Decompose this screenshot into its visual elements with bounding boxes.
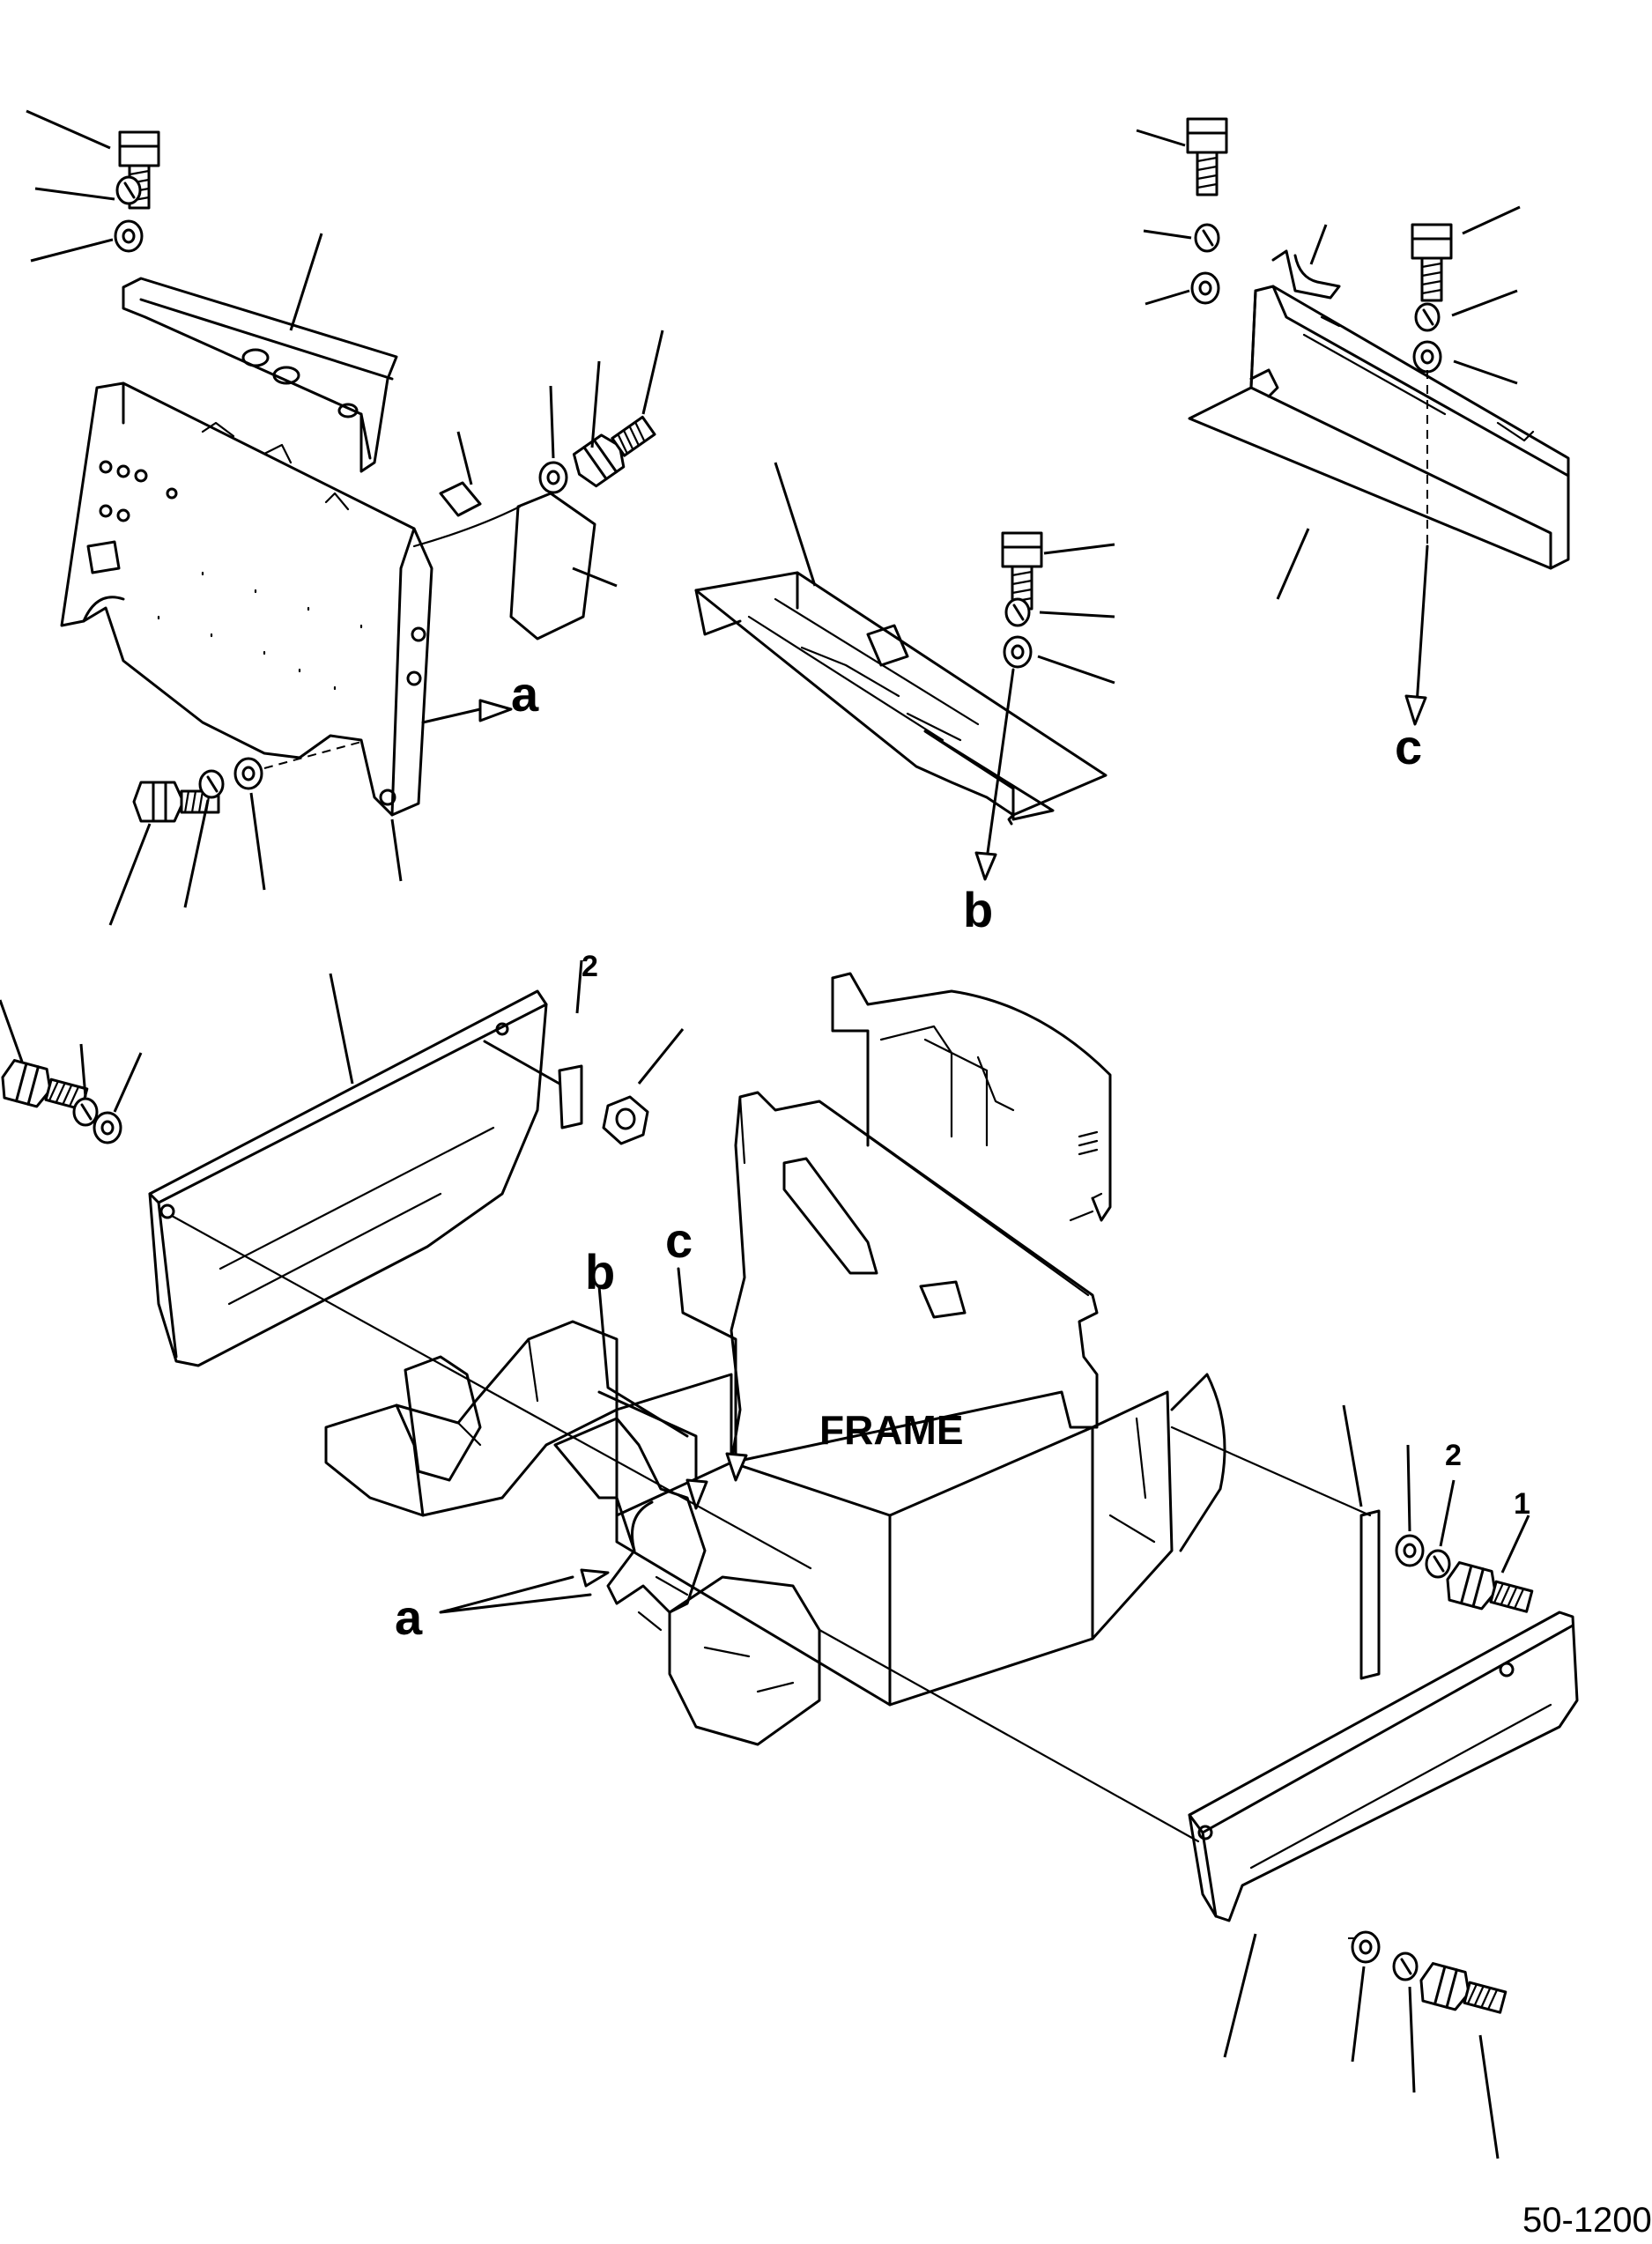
clip-icon — [412, 431, 522, 548]
left-side-cover-assembly — [0, 959, 685, 1367]
flat-washer-icon — [1003, 635, 1033, 669]
reference-label-b: b — [963, 882, 994, 937]
rear-cover-assembly — [1136, 117, 1570, 726]
frame-assembly — [170, 972, 1372, 1843]
spring-washer-icon — [198, 769, 225, 799]
top-cover-assembly — [26, 109, 664, 926]
reference-label-c: c — [1395, 719, 1423, 774]
inner-cover-assembly — [694, 462, 1115, 881]
item-number-label: 1 — [1514, 1487, 1530, 1521]
reference-label-a: a — [511, 666, 539, 722]
clip-icon — [1271, 224, 1341, 300]
cover-plate — [509, 492, 618, 641]
spring-washer-icon — [1425, 1549, 1451, 1579]
bolt-icon — [567, 408, 662, 492]
item-number-label: 2 — [582, 950, 598, 983]
flat-washer-icon — [538, 461, 568, 494]
frame-label: FRAME — [819, 1407, 964, 1453]
spring-washer-icon — [72, 1097, 99, 1127]
spring-washer-icon — [1194, 223, 1220, 253]
flat-washer-icon — [1395, 1534, 1425, 1567]
nut-icon — [602, 1095, 649, 1145]
spring-washer-icon — [1004, 597, 1031, 627]
flat-washer-icon — [93, 1111, 122, 1144]
bolt-icon — [1186, 117, 1228, 196]
flat-washer-icon — [1351, 1930, 1381, 1964]
bolt-icon — [1414, 1960, 1509, 2023]
right-side-cover-assembly — [1188, 1404, 1579, 2159]
flat-washer-icon — [114, 219, 144, 253]
frame-reference-c: c — [665, 1212, 693, 1268]
spring-washer-icon — [1392, 1951, 1419, 1981]
flat-washer-icon — [233, 757, 263, 790]
page-number: 50-1200 — [1522, 2201, 1652, 2240]
spring-washer-icon — [1414, 302, 1441, 332]
item-number-label: 2 — [1445, 1439, 1462, 1472]
bolt-icon — [1001, 531, 1043, 611]
frame-reference-b: b — [585, 1244, 616, 1300]
bolt-icon — [1411, 223, 1453, 302]
frame-reference-a: a — [395, 1589, 423, 1645]
flat-washer-icon — [1190, 271, 1220, 305]
flat-washer-icon — [1412, 340, 1442, 374]
spring-washer-icon — [115, 175, 142, 205]
bolt-icon — [1441, 1559, 1536, 1622]
